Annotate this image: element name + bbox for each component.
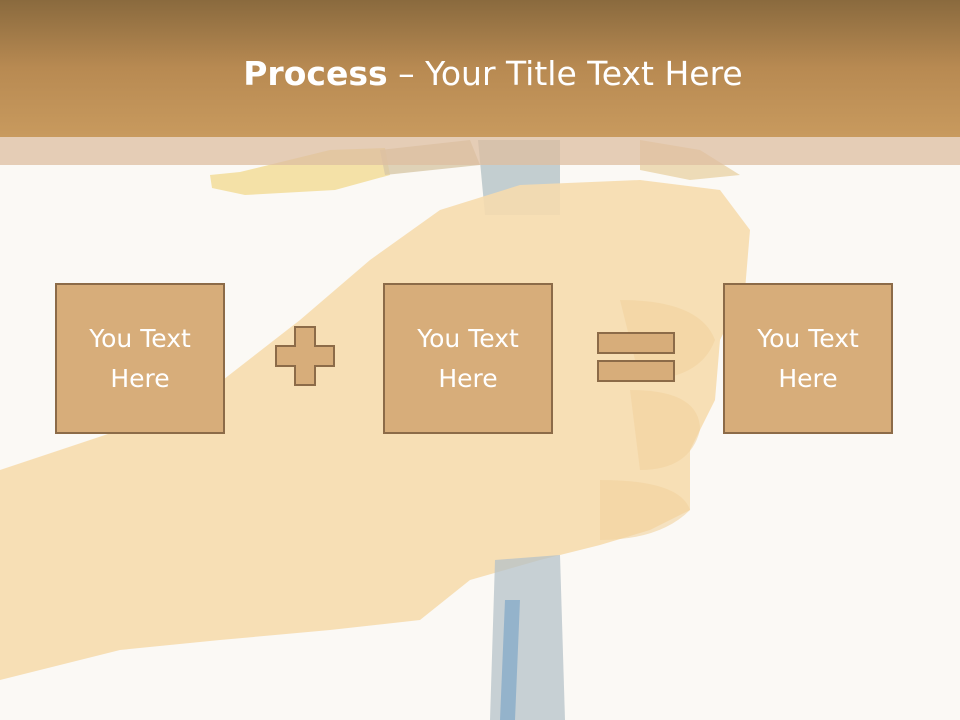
process-box-1: You Text Here <box>55 283 225 434</box>
equals-icon <box>597 332 675 382</box>
title-stripe <box>0 137 960 165</box>
process-box-2-text: You Text Here <box>417 323 519 393</box>
plus-icon <box>275 326 335 386</box>
title-rest: – Your Title Text Here <box>387 54 743 93</box>
process-box-3-text: You Text Here <box>757 323 859 393</box>
process-box-1-text: You Text Here <box>89 323 191 393</box>
process-box-3: You Text Here <box>723 283 893 434</box>
title-bold: Process <box>243 54 388 93</box>
title-bar <box>0 0 960 137</box>
slide-title: Process – Your Title Text Here <box>0 52 960 96</box>
process-box-2: You Text Here <box>383 283 553 434</box>
